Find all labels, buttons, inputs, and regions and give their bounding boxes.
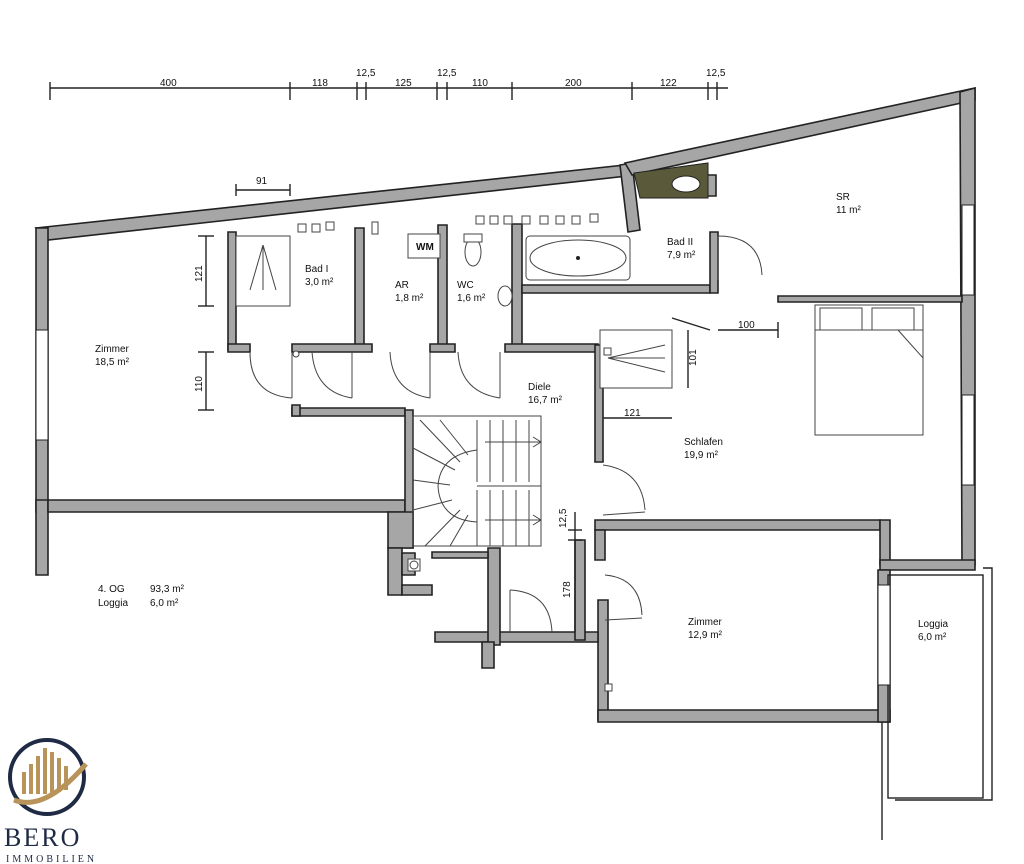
- window-schlafen: [961, 394, 975, 486]
- dim-top-5: 12,5: [437, 68, 457, 79]
- summary-loggia-label: Loggia: [98, 598, 128, 609]
- room-zimmer-bottom-area: 12,9 m²: [688, 630, 723, 641]
- dim-top-8: 122: [660, 78, 677, 89]
- dim-top-9: 12,5: [706, 68, 726, 79]
- washer-box: [407, 233, 441, 259]
- dim-121-mid: 121: [624, 408, 641, 419]
- brand-subtitle: IMMOBILIEN: [6, 854, 97, 864]
- dim-101: 101: [688, 349, 699, 366]
- dim-178: 178: [562, 581, 573, 598]
- loggia-area: [881, 567, 993, 840]
- dim-100: 100: [738, 320, 755, 331]
- dim-top-7: 200: [565, 78, 582, 89]
- interior-walls: [47, 174, 976, 723]
- brand-name: BERO: [4, 823, 81, 852]
- doors: [249, 235, 763, 633]
- dim-top-4: 125: [395, 78, 412, 89]
- summary-floor-label: 4. OG: [98, 584, 125, 595]
- logo-ring-icon: [8, 738, 86, 816]
- dim-top-2: 118: [312, 78, 328, 89]
- dim-12-5-vertical: 12,5: [558, 508, 569, 528]
- room-wc-name: WC: [457, 280, 474, 291]
- dim-top-3: 12,5: [356, 68, 376, 79]
- summary-loggia-area: 6,0 m²: [150, 598, 179, 609]
- summary-floor-area: 93,3 m²: [150, 584, 185, 595]
- room-wc-area: 1,6 m²: [457, 293, 486, 304]
- logo-swoosh-icon: [13, 762, 88, 805]
- room-diele-area: 16,7 m²: [528, 395, 563, 406]
- room-loggia-area: 6,0 m²: [918, 632, 947, 643]
- dim-top-1: 400: [160, 78, 177, 89]
- room-bad2-area: 7,9 m²: [667, 250, 696, 261]
- room-zimmer-bottom-name: Zimmer: [688, 617, 723, 628]
- fixtures: [235, 213, 924, 692]
- dim-110: 110: [194, 376, 205, 392]
- room-bad1-area: 3,0 m²: [305, 277, 334, 288]
- window-left: [35, 329, 49, 441]
- window-sr: [961, 204, 975, 296]
- dim-top-6: 110: [472, 78, 488, 89]
- room-ar-name: AR: [395, 280, 409, 291]
- room-zimmer-left-area: 18,5 m²: [95, 357, 130, 368]
- room-ar-area: 1,8 m²: [395, 293, 424, 304]
- dimension-lines: [49, 82, 779, 632]
- room-zimmer-left-name: Zimmer: [95, 344, 130, 355]
- washer-label: WM: [416, 242, 434, 253]
- room-sr-area: 11 m²: [836, 205, 861, 216]
- staircase: [412, 415, 542, 547]
- room-sr-name: SR: [836, 192, 850, 203]
- dim-91: 91: [256, 176, 268, 187]
- room-schlafen-name: Schlafen: [684, 437, 723, 448]
- room-bad2-name: Bad II: [667, 237, 693, 248]
- room-loggia-name: Loggia: [918, 619, 948, 630]
- bero-logo: BERO IMMOBILIEN: [4, 738, 97, 864]
- washbasin-icon: [671, 175, 701, 193]
- room-schlafen-area: 19,9 m²: [684, 450, 719, 461]
- room-bad1-name: Bad I: [305, 264, 328, 275]
- dim-121-left: 121: [194, 265, 205, 282]
- window-zimmer-bottom: [877, 584, 891, 686]
- room-diele-name: Diele: [528, 382, 551, 393]
